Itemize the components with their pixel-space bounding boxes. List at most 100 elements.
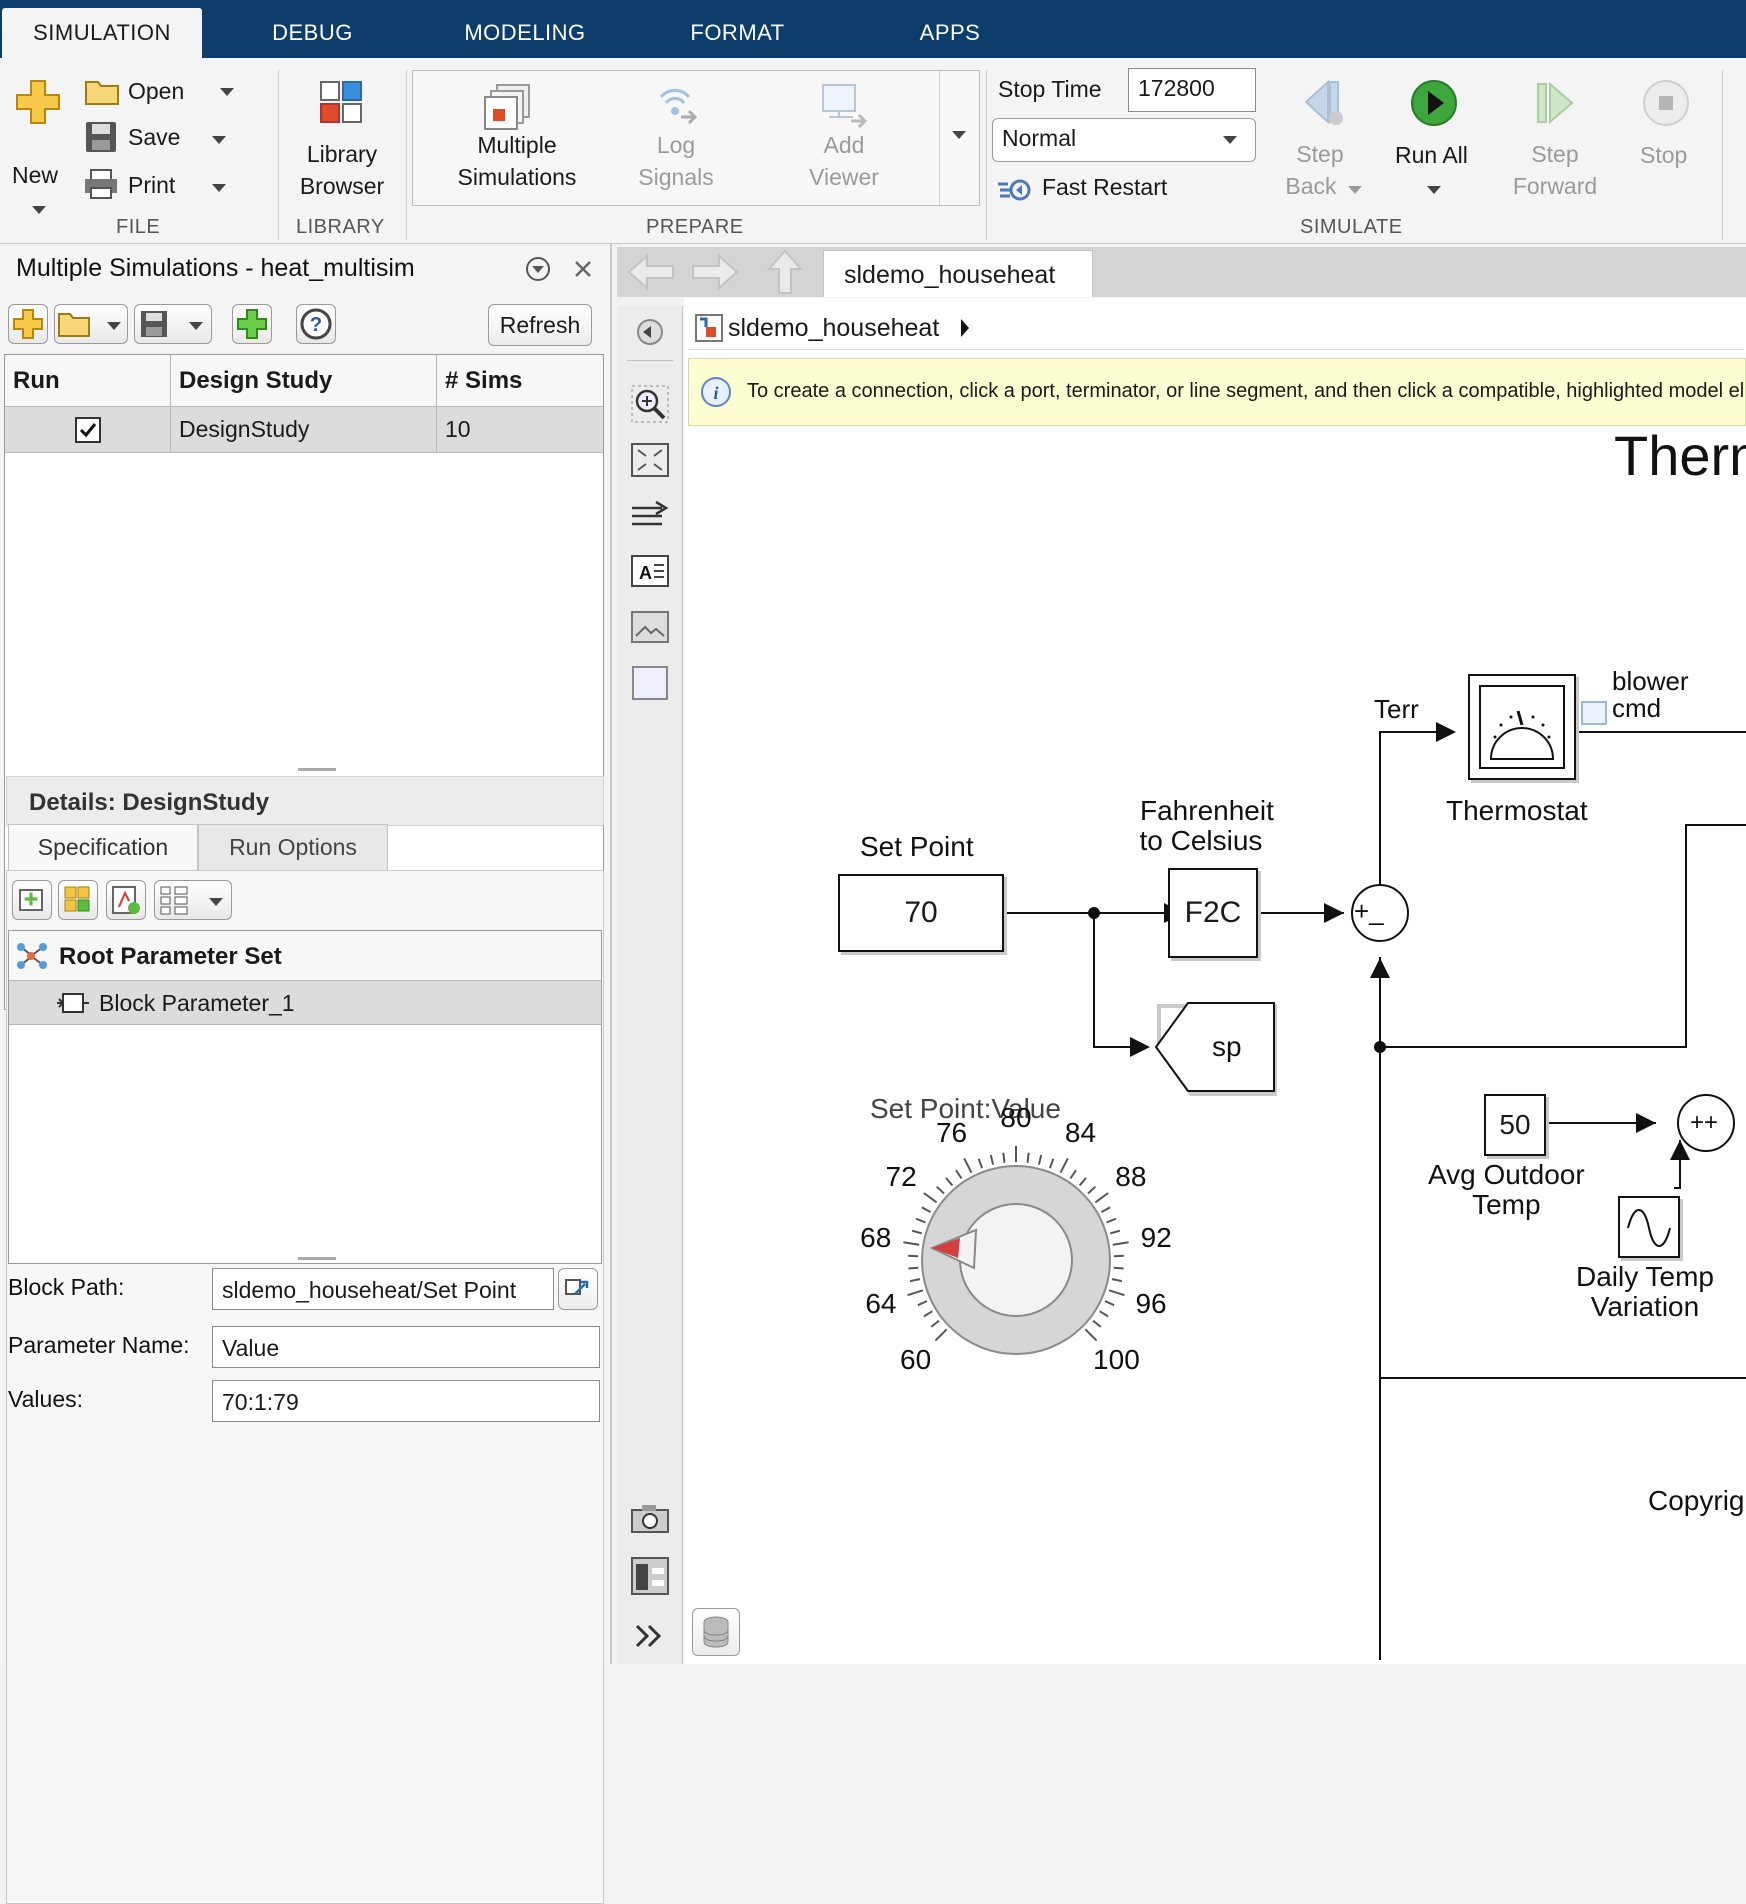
refresh-button[interactable]: Refresh	[488, 304, 592, 346]
thermostat-block[interactable]	[1468, 674, 1576, 780]
add-parameter-button[interactable]	[232, 304, 272, 344]
combination-dropdown-icon	[209, 898, 223, 906]
knob-tick-label: 60	[892, 1345, 940, 1375]
property-inspector-icon[interactable]	[630, 1556, 670, 1596]
splitter-handle[interactable]	[298, 768, 336, 771]
new-study-button[interactable]	[8, 304, 48, 344]
tab-apps[interactable]: APPS	[860, 8, 1040, 58]
panel-close-icon[interactable]	[572, 258, 594, 280]
new-dropdown-icon[interactable]	[32, 206, 46, 214]
table-row-study[interactable]: DesignStudy	[171, 407, 437, 453]
save-study-button[interactable]	[134, 304, 212, 344]
daily-temp-block[interactable]	[1618, 1196, 1680, 1258]
avg-outdoor-temp-block[interactable]: 50	[1484, 1094, 1546, 1156]
step-forward-button[interactable]: Step Forward	[1500, 138, 1610, 202]
knob-tick	[903, 1242, 919, 1245]
forward-arrow-icon[interactable]	[689, 252, 741, 292]
add-line2: Viewer	[785, 161, 903, 193]
tab-simulation[interactable]: SIMULATION	[2, 8, 202, 58]
details-header: Details: DesignStudy	[6, 776, 604, 826]
open-button[interactable]: Open	[128, 78, 184, 105]
up-arrow-icon[interactable]	[765, 249, 805, 295]
knob-tick-label: 84	[1056, 1118, 1104, 1148]
tree-child[interactable]: Block Parameter_1	[9, 981, 601, 1025]
details-title: Details: DesignStudy	[29, 789, 269, 817]
fit-to-view-icon[interactable]	[630, 442, 670, 478]
link-block-icon	[563, 1274, 593, 1304]
run-checkbox[interactable]	[75, 417, 101, 443]
open-study-button[interactable]	[54, 304, 128, 344]
step-back-dropdown-icon[interactable]	[1348, 186, 1362, 194]
parameter-name-field[interactable]: Value	[212, 1326, 600, 1368]
fast-restart-button[interactable]: Fast Restart	[1042, 174, 1167, 201]
stop-time-input[interactable]: 172800	[1128, 68, 1256, 112]
splitter-handle[interactable]	[298, 1257, 336, 1260]
column-header-run[interactable]: Run	[5, 355, 171, 407]
area-icon[interactable]	[630, 664, 670, 702]
simulation-mode-value: Normal	[1002, 125, 1076, 151]
log-signals-button[interactable]: Log Signals	[617, 129, 735, 193]
tree-root[interactable]: Root Parameter Set	[9, 931, 601, 981]
values-field[interactable]: 70:1:79	[212, 1380, 600, 1422]
block-path-select-button[interactable]	[558, 1268, 598, 1310]
values-label: Values:	[8, 1386, 83, 1413]
image-icon[interactable]	[630, 610, 670, 644]
add-viewer-button[interactable]: Add Viewer	[785, 129, 903, 193]
tab-debug[interactable]: DEBUG	[230, 8, 395, 58]
help-button[interactable]: ?	[296, 304, 336, 344]
signal-routing-icon[interactable]	[630, 500, 670, 532]
ribbon-separator	[986, 70, 987, 240]
multiple-simulations-button[interactable]: Multiple Simulations	[433, 129, 601, 193]
column-header-design-study[interactable]: Design Study	[171, 355, 437, 407]
add-set-button[interactable]	[12, 880, 52, 920]
print-button[interactable]: Print	[128, 172, 175, 199]
tab-modeling[interactable]: MODELING	[430, 8, 620, 58]
column-header-sims[interactable]: # Sims	[437, 355, 603, 407]
open-dropdown-icon[interactable]	[220, 88, 234, 96]
save-button[interactable]: Save	[128, 124, 180, 151]
ribbon: New Open Save Print FILE Library Browser…	[0, 58, 1746, 244]
add-parameter-set-button[interactable]	[58, 880, 98, 920]
annotation-icon[interactable]: A	[630, 554, 670, 588]
hide-browser-icon[interactable]	[634, 316, 666, 348]
tab-specification[interactable]: Specification	[8, 824, 198, 870]
thermostat-label: Thermostat	[1446, 796, 1588, 826]
tab-format[interactable]: FORMAT	[640, 8, 835, 58]
add-variable-button[interactable]	[106, 880, 146, 920]
parameter-tree: Root Parameter Set Block Parameter_1	[8, 930, 602, 1264]
breadcrumb-model[interactable]: sldemo_househeat	[728, 314, 939, 343]
expand-toolbar-icon[interactable]	[633, 1622, 667, 1650]
daily-line1: Daily Temp	[1576, 1262, 1714, 1292]
gallery-expand-button[interactable]	[939, 71, 979, 205]
back-arrow-icon[interactable]	[625, 252, 677, 292]
breadcrumb-arrow-icon[interactable]	[958, 317, 972, 339]
print-dropdown-icon[interactable]	[212, 184, 226, 192]
data-store-button[interactable]	[692, 1608, 740, 1656]
gauge-icon	[1479, 685, 1565, 769]
zoom-icon[interactable]	[630, 384, 670, 424]
branch-point	[1088, 907, 1100, 919]
new-label: New	[12, 162, 58, 189]
knob-tick	[1085, 1329, 1096, 1340]
block-path-field[interactable]: sldemo_househeat/Set Point	[212, 1268, 554, 1310]
knob-tick	[1109, 1290, 1124, 1295]
stop-button[interactable]: Stop	[1640, 142, 1687, 169]
set-point-block[interactable]: 70	[838, 874, 1004, 952]
signal-line	[1094, 913, 1144, 1047]
tab-run-options[interactable]: Run Options	[198, 824, 388, 870]
screenshot-icon[interactable]	[630, 1502, 670, 1534]
library-browser-button[interactable]: Library Browser	[288, 138, 396, 202]
run-all-dropdown-icon[interactable]	[1427, 186, 1441, 194]
new-button[interactable]: New	[8, 78, 68, 218]
table-row-sims[interactable]: 10	[437, 407, 603, 453]
step-forward-line2: Forward	[1500, 170, 1610, 202]
model-tab[interactable]: sldemo_househeat	[823, 250, 1093, 297]
panel-menu-icon[interactable]	[525, 256, 551, 282]
simulation-mode-select[interactable]: Normal	[992, 118, 1256, 162]
f2c-block[interactable]: F2C	[1168, 868, 1258, 958]
run-all-button[interactable]: Run All	[1395, 142, 1468, 169]
open-study-folder-icon	[55, 305, 93, 343]
combination-button[interactable]	[154, 880, 232, 920]
save-dropdown-icon[interactable]	[212, 136, 226, 144]
mode-dropdown-icon	[1223, 136, 1237, 144]
